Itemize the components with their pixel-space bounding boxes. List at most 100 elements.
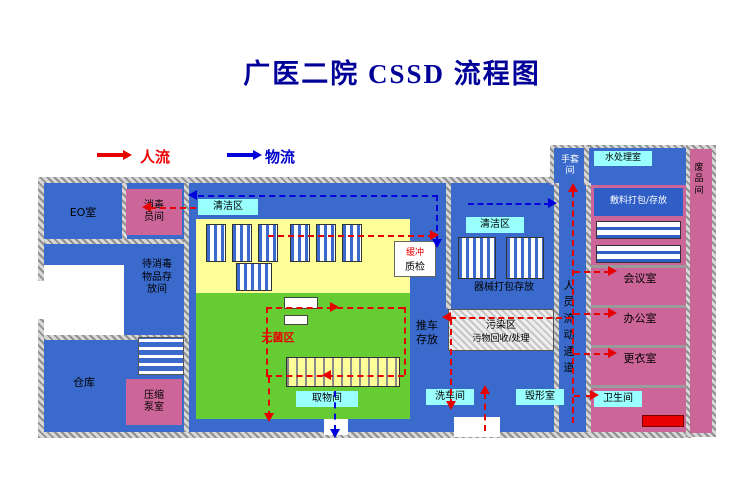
people-flow-arrow-icon bbox=[608, 266, 617, 276]
people-flow-arrow-icon bbox=[446, 401, 456, 410]
room-qc: 质检 bbox=[405, 262, 425, 273]
room-divider bbox=[591, 385, 686, 388]
room-divider bbox=[591, 305, 686, 308]
room-buffer: 缓冲 bbox=[405, 248, 424, 258]
room-pickup: 取物间 bbox=[296, 391, 358, 407]
room-divider bbox=[591, 265, 686, 268]
room-contaminated-area: 污染区 污物回收/处理 bbox=[448, 309, 554, 351]
sterilizer-unit bbox=[206, 224, 226, 262]
people-flow-arrow-icon bbox=[568, 183, 578, 192]
people-flow-arrow-icon bbox=[430, 230, 439, 240]
people-flow-line bbox=[572, 191, 574, 423]
people-flow-line bbox=[268, 235, 434, 237]
people-flow-line bbox=[450, 319, 452, 405]
personnel-channel: 人员流动通道 bbox=[563, 278, 575, 375]
wall-segment bbox=[446, 183, 451, 309]
room-scrap: 废品间 bbox=[694, 163, 704, 196]
room-sterile-area: 无菌区 bbox=[261, 331, 295, 345]
room-cart-storage: 推车存放 bbox=[416, 319, 438, 346]
people-flow-line bbox=[266, 375, 404, 377]
room-divider bbox=[591, 345, 686, 348]
people-flow-arrow-icon bbox=[480, 385, 490, 394]
wall-segment bbox=[584, 145, 589, 185]
sterilizer-unit bbox=[290, 224, 310, 262]
people-flow-line bbox=[266, 307, 268, 375]
page-title: 广医二院 CSSD 流程图 bbox=[243, 59, 541, 89]
sterilizer-unit bbox=[258, 224, 278, 262]
wall-segment bbox=[586, 183, 591, 432]
people-flow-arrow-icon bbox=[590, 390, 599, 400]
washer-unit bbox=[458, 237, 496, 279]
sterilizer-unit bbox=[316, 224, 336, 262]
people-flow-line bbox=[574, 395, 592, 397]
room-disinfection-staff: 消毒员间 bbox=[126, 189, 182, 235]
room-toilet: 卫生间 bbox=[594, 391, 642, 407]
wall-segment bbox=[554, 183, 559, 432]
room-changing: 更衣室 bbox=[623, 352, 657, 366]
people-flow-arrow-icon bbox=[264, 413, 274, 422]
people-flow-arrow-icon bbox=[608, 308, 617, 318]
room-glove: 手套间 bbox=[560, 154, 579, 176]
room-water-treatment: 水处理室 bbox=[594, 151, 652, 166]
people-flow-line bbox=[574, 313, 610, 315]
room-warehouse: 仓库 bbox=[73, 376, 95, 390]
entrance-gap bbox=[454, 417, 500, 437]
room-meeting: 会议室 bbox=[623, 272, 657, 286]
wall-segment bbox=[44, 239, 188, 244]
entrance-gap bbox=[38, 281, 46, 319]
people-flow-arrow-icon bbox=[97, 153, 123, 157]
buffer-qc-room: 缓冲 质检 bbox=[394, 241, 436, 277]
sterilizer-unit bbox=[236, 263, 272, 291]
floor-plan: EO室 消毒员间 待消毒物品存放间 仓库 压缩泵室 清洁区 无菌区 取物间 缓冲… bbox=[38, 145, 716, 438]
people-flow-line bbox=[268, 377, 270, 417]
people-flow-arrow-icon bbox=[442, 312, 451, 322]
people-flow-line bbox=[150, 207, 196, 209]
material-flow-arrow-icon bbox=[188, 190, 197, 200]
dressing-table bbox=[596, 245, 681, 263]
room-destruction: 毁形室 bbox=[516, 389, 564, 405]
material-flow-arrow-icon bbox=[432, 239, 442, 248]
contaminated-subtitle: 污物回收/处理 bbox=[472, 334, 530, 344]
sterilizer-unit bbox=[342, 224, 362, 262]
storage-shelf bbox=[286, 357, 400, 387]
room-clean-area-left: 清洁区 bbox=[198, 199, 258, 215]
room-compression-pump: 压缩泵室 bbox=[126, 379, 182, 425]
east-wing-floor bbox=[690, 149, 712, 433]
stamp-badge bbox=[642, 415, 684, 427]
people-flow-line bbox=[574, 353, 610, 355]
material-flow-label: 物流 bbox=[265, 148, 296, 166]
people-flow-line bbox=[404, 307, 406, 375]
material-flow-arrow-icon bbox=[330, 429, 340, 438]
material-flow-arrowhead-icon bbox=[253, 150, 262, 160]
material-flow-arrow-icon bbox=[548, 198, 557, 208]
material-flow-line bbox=[334, 391, 336, 431]
people-flow-line bbox=[450, 317, 572, 319]
wall-segment bbox=[44, 335, 188, 340]
people-flow-arrow-icon bbox=[142, 202, 151, 212]
people-flow-line bbox=[574, 271, 610, 273]
dressing-table bbox=[596, 221, 681, 239]
material-flow-arrow-icon bbox=[227, 153, 253, 157]
wall-segment bbox=[122, 183, 127, 244]
sterilizer-unit bbox=[232, 224, 252, 262]
contaminated-title: 污染区 bbox=[486, 320, 516, 331]
stairs bbox=[138, 337, 184, 375]
wall-segment bbox=[184, 183, 189, 432]
room-eo: EO室 bbox=[69, 206, 97, 220]
room-instrument-packing: 器械打包存放 bbox=[474, 281, 534, 293]
room-office: 办公室 bbox=[623, 312, 657, 326]
people-flow-arrow-icon bbox=[322, 370, 331, 380]
entrance-hall bbox=[44, 265, 124, 335]
washer-unit bbox=[506, 237, 544, 279]
work-table bbox=[284, 315, 308, 325]
people-flow-arrowhead-icon bbox=[123, 150, 132, 160]
material-flow-line bbox=[198, 195, 438, 197]
material-flow-line bbox=[436, 195, 438, 241]
material-flow-line bbox=[468, 203, 550, 205]
room-clean-area-right: 清洁区 bbox=[466, 217, 524, 233]
room-dressing-packing: 敷料打包/存放 bbox=[594, 188, 683, 216]
people-flow-label: 人流 bbox=[140, 148, 171, 166]
people-flow-arrow-icon bbox=[608, 348, 617, 358]
room-pending-storage: 待消毒物品存放间 bbox=[142, 259, 172, 296]
